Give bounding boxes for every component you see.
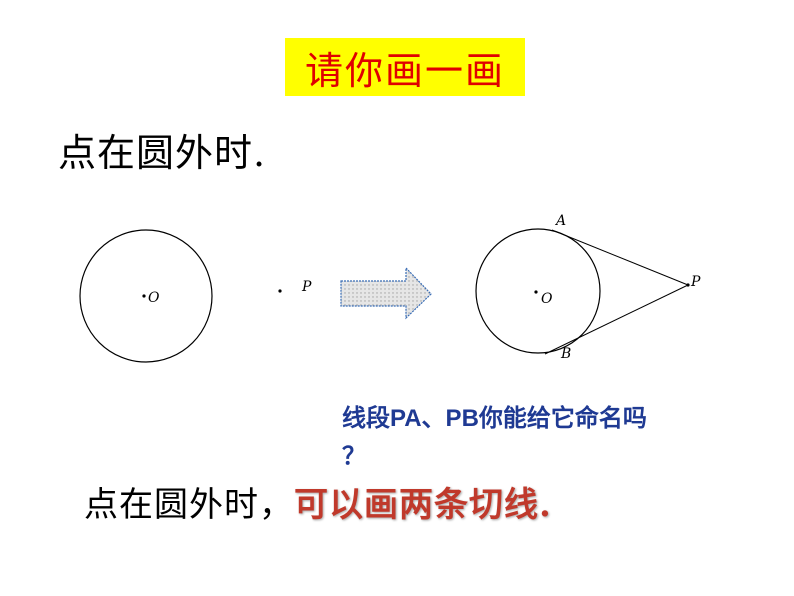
- subtitle: 点在圆外时.: [58, 131, 267, 175]
- conclusion: 点在圆外时，可以画两条切线.: [84, 477, 552, 526]
- tangent-point-a-label: A: [554, 213, 566, 229]
- right-point-label: P: [690, 274, 701, 290]
- question-line-1: 线段PA、PB你能给它命名吗: [342, 405, 647, 432]
- title-banner: 请你画一画: [285, 38, 525, 96]
- question-line-2: ？: [342, 443, 366, 470]
- tangent-point-b-label: B: [560, 346, 571, 362]
- left-center-label: O: [148, 290, 160, 306]
- question-text: 线段PA、PB你能给它命名吗 ？: [342, 400, 742, 476]
- right-center-label: O: [541, 291, 553, 307]
- title-text: 请你画一画: [304, 48, 505, 93]
- left-point-dot: [278, 289, 282, 293]
- right-center-dot: [534, 290, 538, 294]
- right-point-dot: [686, 283, 690, 287]
- conclusion-prefix: 点在圆外时，: [84, 485, 294, 525]
- left-circle: [79, 229, 213, 363]
- right-circle: [475, 228, 601, 354]
- conclusion-highlight: 可以画两条切线.: [294, 485, 552, 525]
- left-center-dot: [142, 294, 146, 298]
- left-point-label: P: [301, 279, 312, 295]
- tangent-line-pa: [551, 229, 689, 286]
- tangent-line-pb: [544, 284, 689, 355]
- right-arrow-icon: [340, 266, 432, 320]
